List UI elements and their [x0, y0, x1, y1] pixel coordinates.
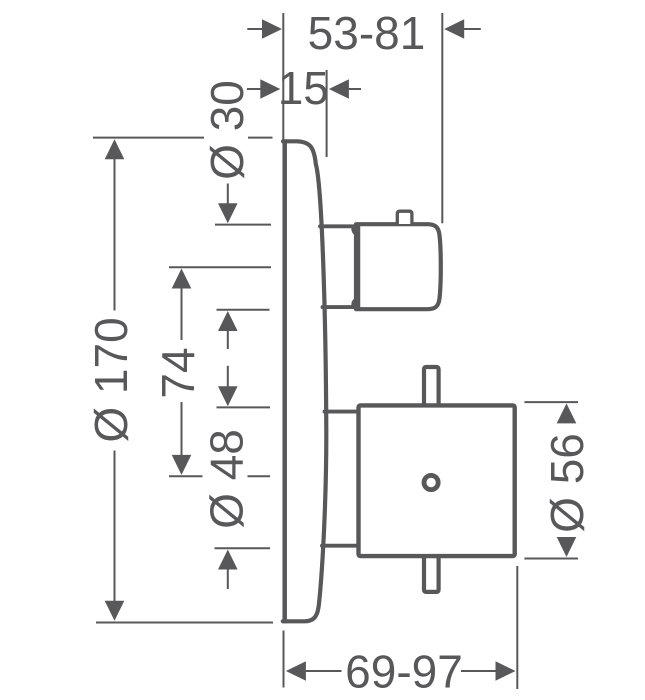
svg-text:Ø 30: Ø 30: [201, 80, 253, 180]
svg-text:Ø 170: Ø 170: [85, 317, 137, 442]
svg-text:69-97: 69-97: [345, 646, 463, 698]
svg-text:53-81: 53-81: [308, 7, 426, 59]
svg-text:74: 74: [152, 347, 204, 398]
svg-text:Ø 48: Ø 48: [200, 429, 252, 529]
svg-text:Ø 56: Ø 56: [541, 433, 593, 533]
svg-text:15: 15: [278, 62, 329, 114]
